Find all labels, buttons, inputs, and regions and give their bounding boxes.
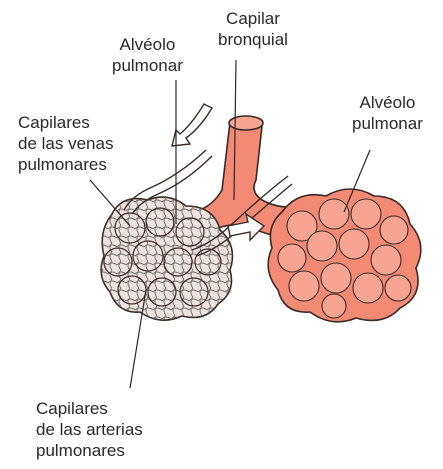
label-line: Capilar xyxy=(218,8,288,29)
label-line: pulmonares xyxy=(18,154,113,175)
label-line: Capilares xyxy=(18,112,113,133)
label-line: pulmonar xyxy=(352,113,423,134)
label-capilar-bronquial: Capilar bronquial xyxy=(218,8,288,50)
label-line: pulmonares xyxy=(36,440,143,461)
alveolar-cluster-right xyxy=(268,189,421,322)
label-alveolo-pulmonar-right: Alvéolo pulmonar xyxy=(352,92,423,134)
label-line: Alvéolo xyxy=(352,92,423,113)
label-capilares-venas: Capilares de las venas pulmonares xyxy=(18,112,113,175)
label-alveolo-pulmonar-top: Alvéolo pulmonar xyxy=(112,34,183,76)
label-line: Capilares xyxy=(36,398,143,419)
arrow-in-icon xyxy=(172,104,212,146)
label-line: bronquial xyxy=(218,29,288,50)
label-line: de las arterias xyxy=(36,419,143,440)
label-line: de las venas xyxy=(18,133,113,154)
label-capilares-arterias: Capilares de las arterias pulmonares xyxy=(36,398,143,461)
label-line: pulmonar xyxy=(112,55,183,76)
label-line: Alvéolo xyxy=(112,34,183,55)
